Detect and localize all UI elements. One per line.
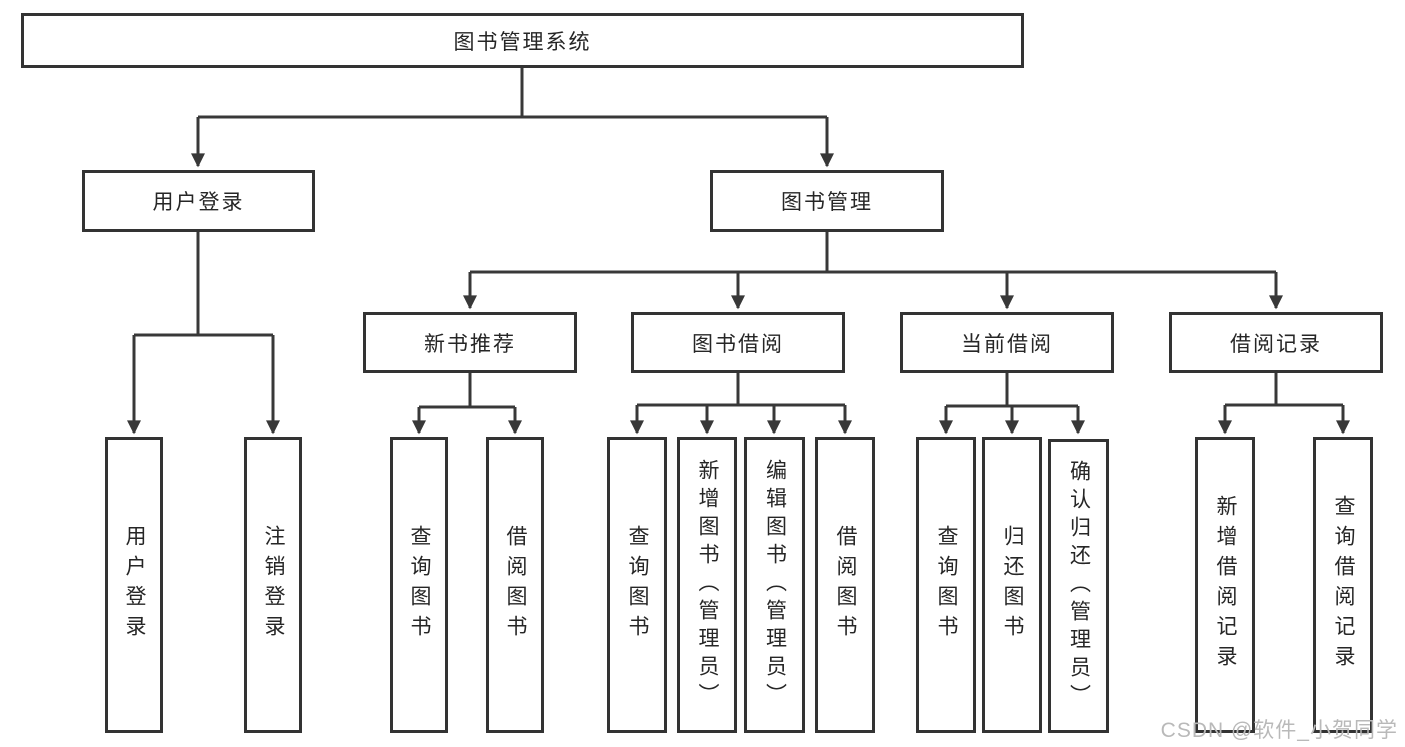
node-leaf-query-borrow-record: 查询借阅记录 xyxy=(1313,437,1373,733)
node-label: 用户登录 xyxy=(152,191,245,214)
node-root-library-management-system: 图书管理系统 xyxy=(21,13,1024,68)
node-label: 查询图书 xyxy=(408,525,431,645)
node-leaf-edit-book-admin: 编辑图书（管理员） xyxy=(744,437,805,733)
node-leaf-add-borrow-record: 新增借阅记录 xyxy=(1195,437,1255,733)
node-new-book-recommend: 新书推荐 xyxy=(363,312,577,373)
node-leaf-confirm-return-admin: 确认归还（管理员） xyxy=(1048,439,1109,733)
csdn-watermark: CSDN @软件_小贺同学 xyxy=(1160,719,1398,742)
node-leaf-query-books-current: 查询图书 xyxy=(916,437,976,733)
node-label: 查询借阅记录 xyxy=(1332,495,1355,675)
node-leaf-query-books-borrow: 查询图书 xyxy=(607,437,667,733)
node-label: 编辑图书（管理员） xyxy=(763,459,787,711)
node-leaf-user-login: 用户登录 xyxy=(105,437,163,733)
node-leaf-borrow-books-recommend: 借阅图书 xyxy=(486,437,544,733)
node-label: 查询图书 xyxy=(626,525,649,645)
node-leaf-query-books-recommend: 查询图书 xyxy=(390,437,448,733)
node-label: 新增借阅记录 xyxy=(1214,495,1237,675)
node-leaf-borrow-books: 借阅图书 xyxy=(815,437,875,733)
node-leaf-logout: 注销登录 xyxy=(244,437,302,733)
node-label: 图书管理系统 xyxy=(453,30,592,54)
node-borrowing-records: 借阅记录 xyxy=(1169,312,1383,373)
node-label: 图书借阅 xyxy=(692,332,784,356)
node-label: 借阅图书 xyxy=(504,525,527,645)
node-label: 图书管理 xyxy=(781,191,873,214)
node-label: 借阅记录 xyxy=(1230,332,1322,356)
node-label: 确认归还（管理员） xyxy=(1067,460,1091,712)
tree-branch-lines xyxy=(127,68,1350,435)
node-label: 用户登录 xyxy=(123,525,146,645)
node-label: 查询图书 xyxy=(935,525,958,645)
node-label: 注销登录 xyxy=(262,525,285,645)
node-label: 借阅图书 xyxy=(834,525,857,645)
node-label: 归还图书 xyxy=(1001,525,1024,645)
node-leaf-add-book-admin: 新增图书（管理员） xyxy=(677,437,737,733)
node-current-borrowing: 当前借阅 xyxy=(900,312,1114,373)
node-book-management: 图书管理 xyxy=(710,170,944,232)
node-user-login: 用户登录 xyxy=(82,170,315,232)
node-label: 新增图书（管理员） xyxy=(696,459,719,711)
node-label: 当前借阅 xyxy=(961,332,1053,356)
node-leaf-return-books: 归还图书 xyxy=(982,437,1042,733)
node-book-borrowing: 图书借阅 xyxy=(631,312,845,373)
node-label: 新书推荐 xyxy=(424,332,516,356)
